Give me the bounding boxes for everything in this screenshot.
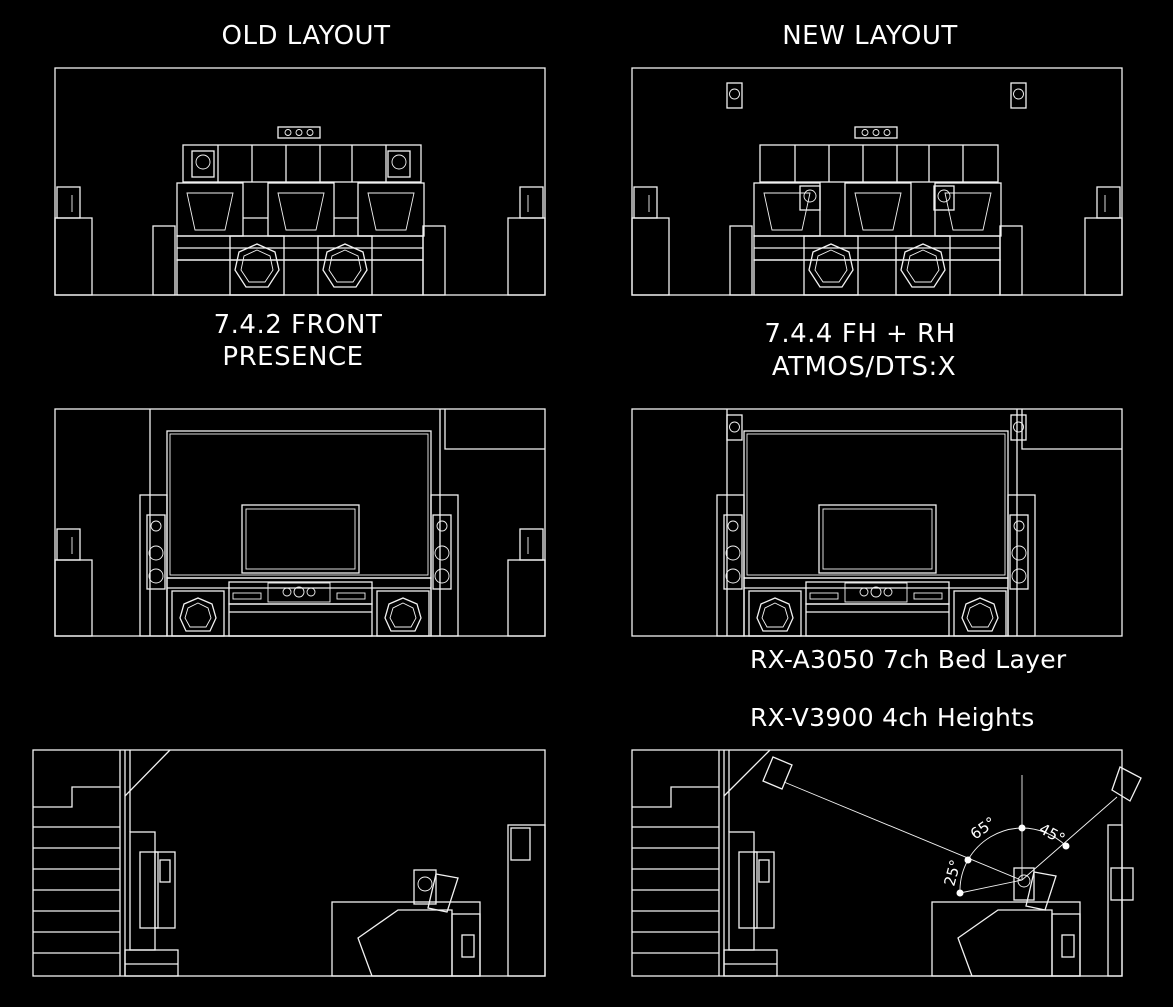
new-side-section: 25° 65° 45°	[631, 749, 1142, 977]
new-screen-wall	[631, 408, 1123, 637]
new-layout-heading: NEW LAYOUT	[782, 21, 958, 51]
old-front-elevation	[54, 67, 546, 296]
old-side-section	[32, 749, 546, 977]
rear-height-speaker	[1111, 766, 1142, 802]
receiver-bed-layer-label: RX-A3050 7ch Bed Layer	[750, 645, 1067, 674]
angle-25-label: 25°	[940, 858, 964, 888]
new-config-label-line2: ATMOS/DTS:X	[772, 352, 956, 382]
new-config-label-line1: 7.4.4 FH + RH	[764, 319, 955, 349]
old-config-label-line1: 7.4.2 FRONT	[214, 310, 383, 340]
old-layout-heading: OLD LAYOUT	[222, 21, 391, 51]
old-config-label-line2: PRESENCE	[222, 342, 363, 372]
angle-65-label: 65°	[967, 813, 999, 843]
new-front-elevation	[631, 67, 1123, 296]
receiver-heights-label: RX-V3900 4ch Heights	[750, 703, 1035, 732]
old-screen-wall	[54, 408, 546, 637]
front-height-speaker	[762, 756, 793, 790]
